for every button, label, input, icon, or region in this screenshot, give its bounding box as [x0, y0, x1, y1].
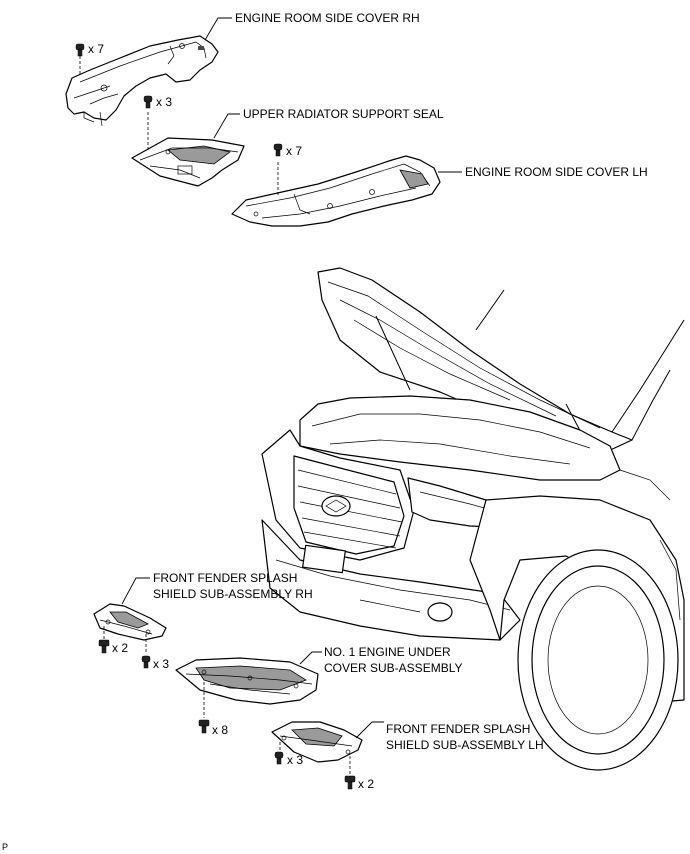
engine-room-side-cover-rh: [65, 35, 219, 127]
label-front-fender-splash-lh-line2: SHIELD SUB-ASSEMBLY LH: [386, 738, 544, 752]
fastener-count-side-cover-rh: x 7: [88, 42, 104, 56]
bolt-icon: [344, 775, 356, 790]
clip-icon: [273, 143, 283, 157]
label-front-fender-splash-lh-line1: FRONT FENDER SPLASH: [386, 722, 530, 736]
fastener-count-splash-rh-bolts: x 2: [112, 641, 128, 655]
upper-radiator-support-seal: [131, 112, 245, 187]
clip-icon: [75, 43, 85, 57]
leader-line-radiator-seal: [213, 113, 240, 139]
leader-line-splash-lh: [355, 721, 384, 739]
front-fender-splash-shield-lh: [271, 721, 363, 774]
clip-icon: [274, 751, 284, 765]
label-front-fender-splash-rh-line2: SHIELD SUB-ASSEMBLY RH: [153, 587, 313, 601]
clip-icon: [141, 655, 151, 669]
leader-line-splash-rh: [121, 577, 150, 605]
fastener-count-side-cover-lh: x 7: [286, 144, 302, 158]
fastener-count-under-cover-bolts: x 8: [212, 723, 228, 737]
front-fender-splash-shield-rh: [93, 603, 167, 654]
fastener-count-splash-lh-clips: x 3: [287, 753, 303, 767]
bolt-icon: [198, 719, 210, 734]
leader-line-side-cover-rh: [204, 17, 232, 41]
no1-engine-under-cover: [175, 657, 319, 718]
bolt-icon: [98, 639, 110, 654]
label-engine-room-side-cover-rh: ENGINE ROOM SIDE COVER RH: [235, 11, 420, 25]
corner-mark: P: [2, 842, 8, 852]
clip-icon: [143, 95, 153, 109]
vehicle-illustration: [261, 267, 685, 771]
fastener-count-splash-rh-clips: x 3: [153, 657, 169, 671]
fastener-count-splash-lh-bolts: x 2: [358, 777, 374, 791]
fastener-count-radiator-seal: x 3: [156, 95, 172, 109]
label-engine-under-cover-line2: COVER SUB-ASSEMBLY: [324, 661, 462, 675]
label-engine-room-side-cover-lh: ENGINE ROOM SIDE COVER LH: [465, 165, 648, 179]
label-engine-under-cover-line1: NO. 1 ENGINE UNDER: [324, 645, 451, 659]
leader-line-under-cover: [299, 651, 322, 665]
label-front-fender-splash-rh-line1: FRONT FENDER SPLASH: [153, 571, 297, 585]
label-upper-radiator-support-seal: UPPER RADIATOR SUPPORT SEAL: [243, 107, 444, 121]
engine-room-side-cover-lh: [231, 155, 441, 227]
